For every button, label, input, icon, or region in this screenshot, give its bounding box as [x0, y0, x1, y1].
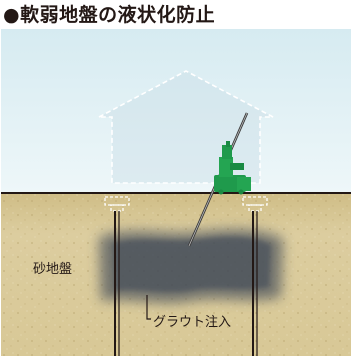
left-footing: [104, 196, 130, 212]
grout-label: グラウト注入: [153, 315, 232, 330]
right-footing: [242, 196, 268, 212]
soil-label: 砂地盤: [33, 262, 73, 277]
sky-background: [1, 29, 351, 193]
injection-machine-icon: [214, 141, 251, 195]
grout-injection-zone: [99, 229, 283, 303]
grout-leader-line: [146, 295, 151, 320]
diagram-title: ●軟弱地盤の液状化防止: [3, 4, 216, 26]
diagram-frame: [1, 29, 351, 356]
